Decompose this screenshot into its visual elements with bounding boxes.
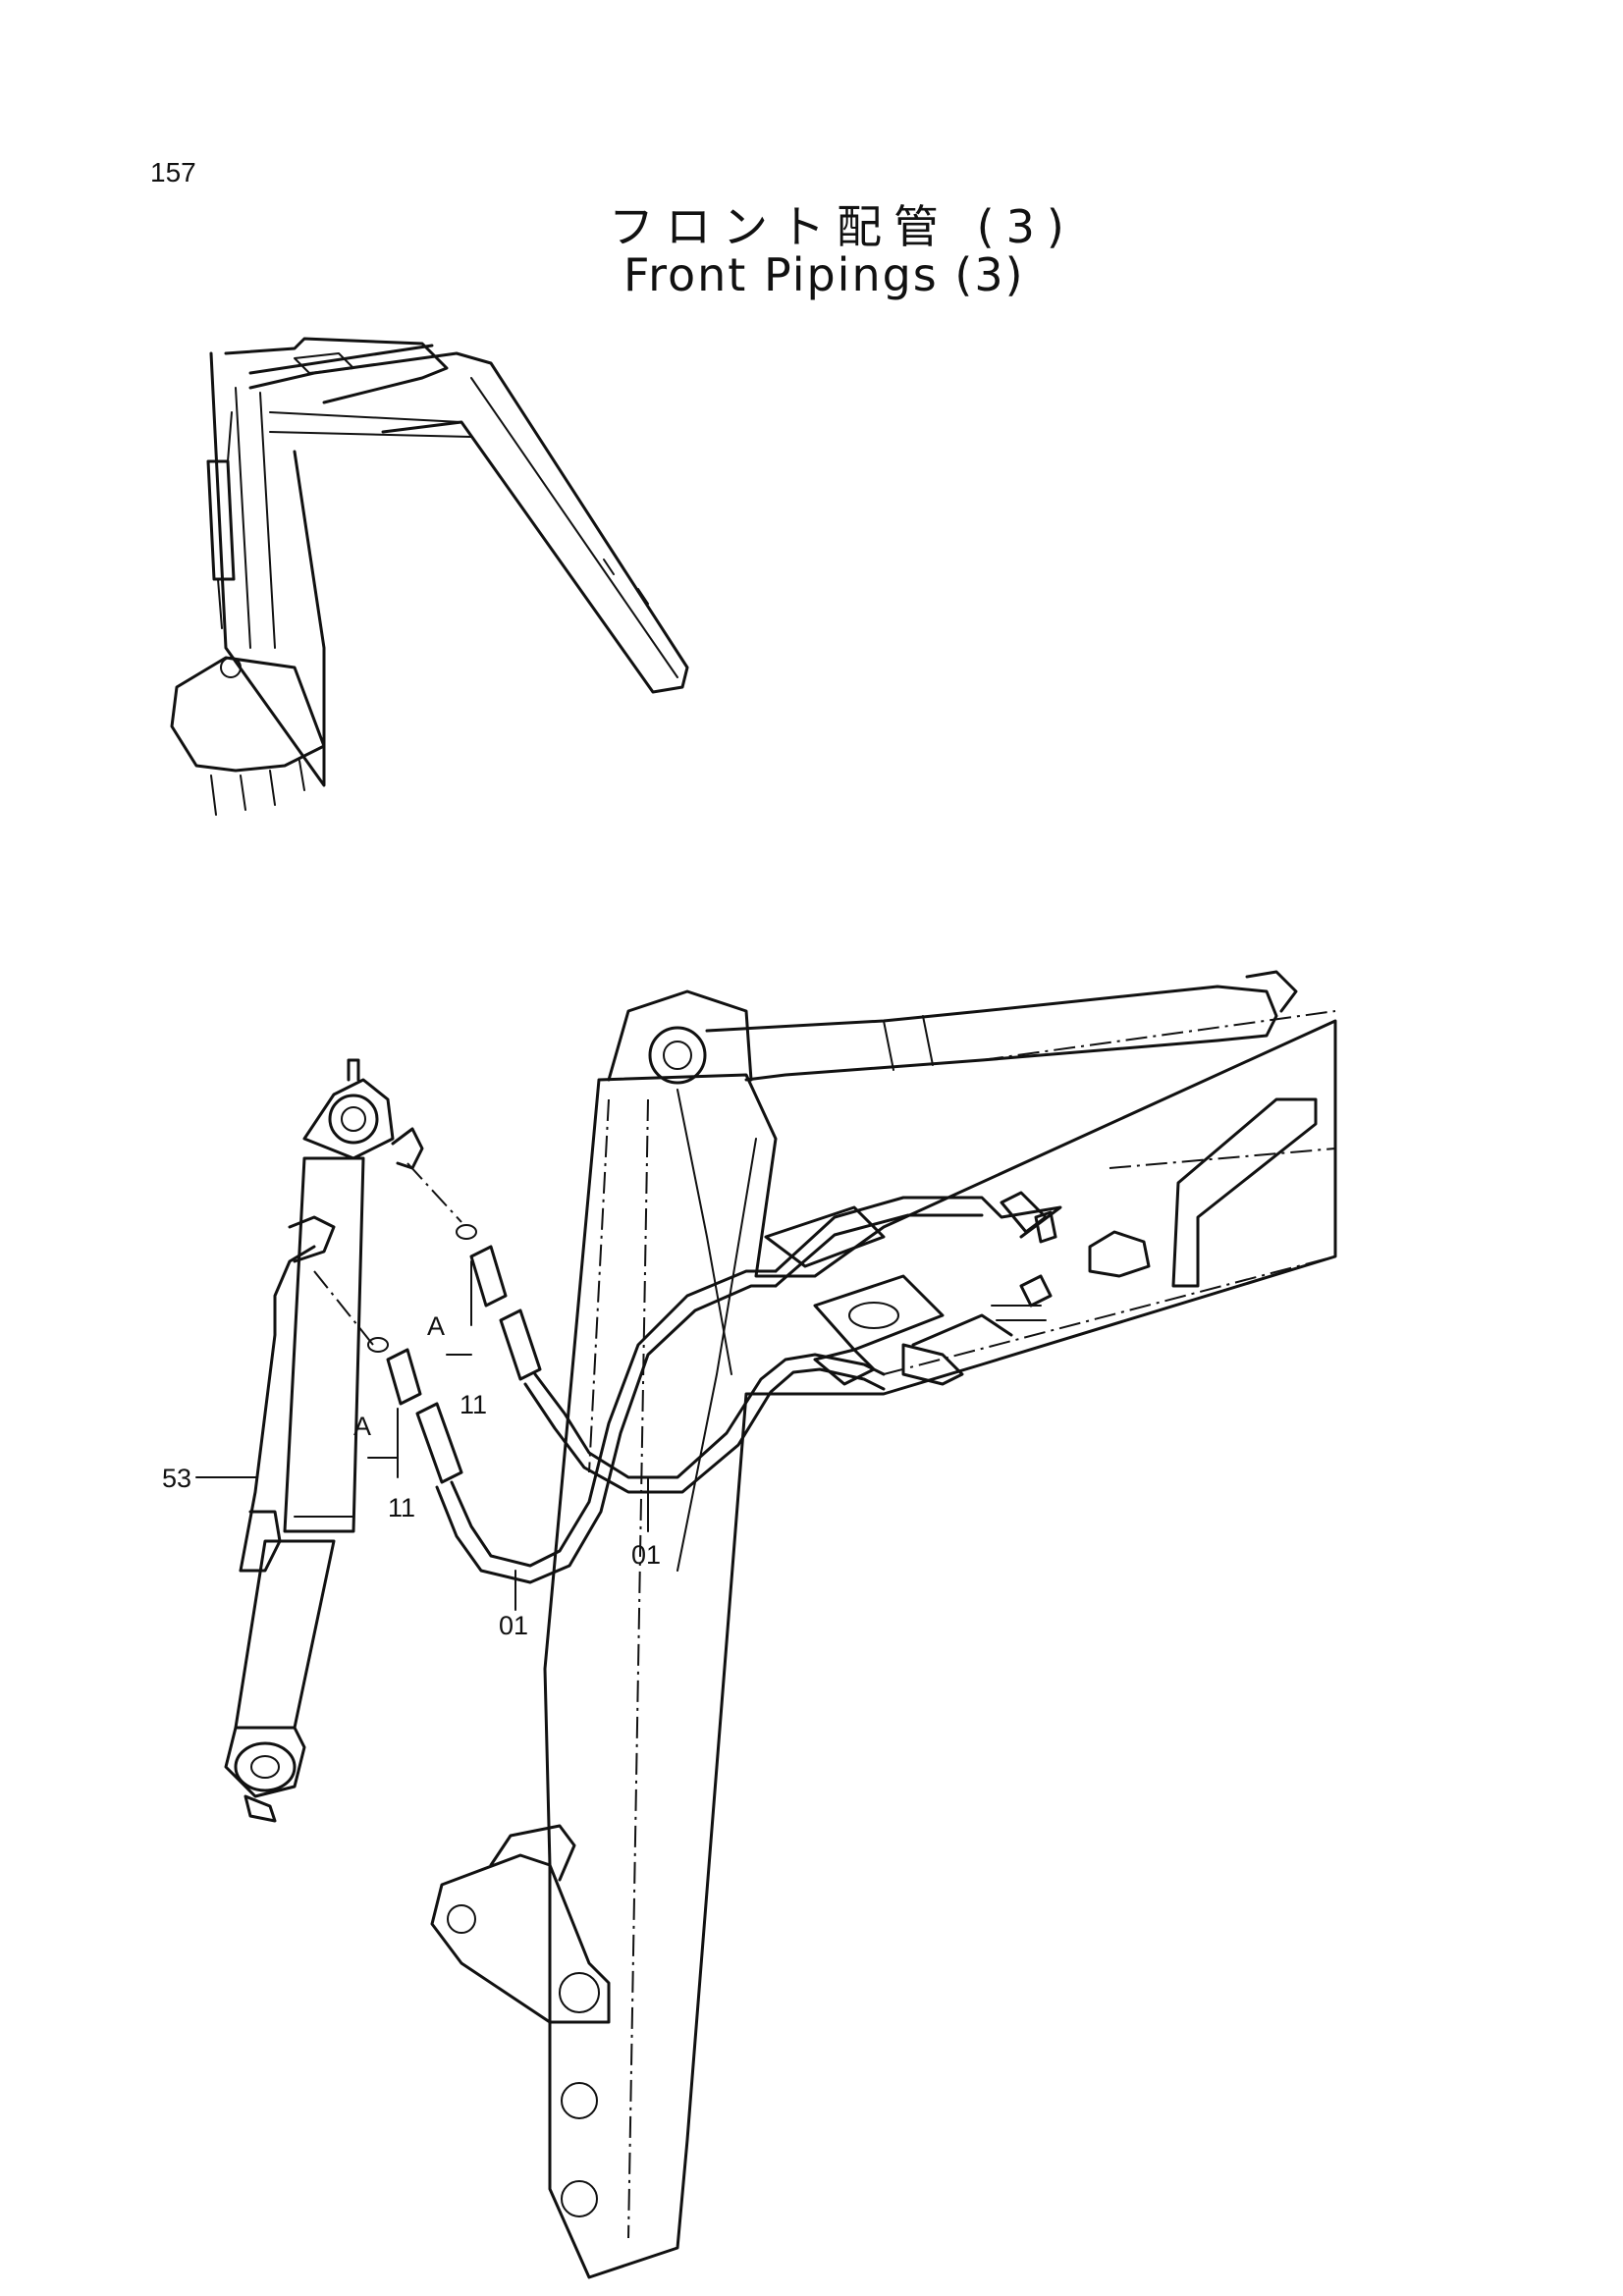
callout-A-left: A — [353, 1412, 371, 1441]
callout-01-right: 01 — [631, 1540, 661, 1570]
callout-11-left: 11 — [388, 1493, 415, 1522]
page-number: 157 — [150, 157, 196, 187]
hoses-and-fittings — [313, 1162, 1062, 1584]
overview-excavator-illustration — [170, 337, 689, 816]
callout-A-right: A — [427, 1311, 445, 1341]
callout-leaders — [195, 1260, 649, 1611]
main-boom-diagram — [430, 970, 1337, 2279]
page-title-english: Front Pipings (3) — [623, 248, 1025, 301]
page-title-japanese: フロント配管 (3) — [609, 200, 1076, 253]
callout-01-left: 01 — [499, 1611, 528, 1640]
callout-11-right: 11 — [460, 1390, 487, 1419]
bucket-cylinder-53 — [224, 1058, 424, 1823]
callout-53: 53 — [162, 1464, 191, 1493]
